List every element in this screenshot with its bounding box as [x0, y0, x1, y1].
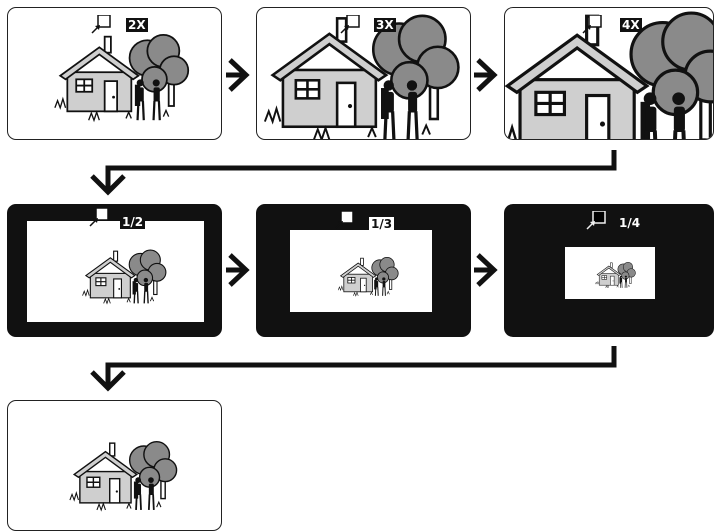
arrow-down-icon [108, 150, 614, 192]
arrow-down-icon [108, 346, 614, 388]
